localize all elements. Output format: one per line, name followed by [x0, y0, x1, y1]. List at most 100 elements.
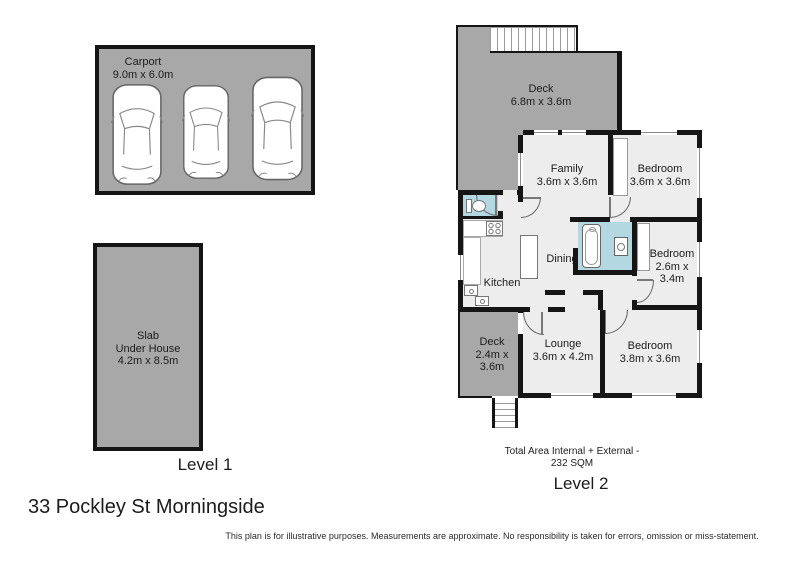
room-name: Bedroom [649, 248, 695, 260]
wall [458, 190, 463, 312]
slab-name: Slab [136, 330, 160, 342]
room-name: Dining [546, 253, 578, 265]
window [562, 130, 586, 135]
room-label-bedroom1: Bedroom 3.6m x 3.6m [610, 163, 710, 188]
car-icon [182, 85, 230, 179]
window [534, 130, 558, 135]
deck-top-floor [458, 130, 523, 190]
room-label-deck-top: Deck 6.8m x 3.6m [491, 83, 591, 108]
door-leaf [541, 312, 543, 334]
door-leaf [495, 195, 497, 215]
deck-bottom-floor [460, 312, 518, 396]
wall [570, 217, 610, 222]
wall [456, 25, 578, 27]
wall [518, 396, 523, 398]
wall [490, 51, 622, 53]
car-icon [111, 84, 163, 185]
window [458, 255, 463, 280]
wall [576, 25, 578, 53]
room-label-family: Family 3.6m x 3.6m [517, 163, 617, 188]
vanity-icon [614, 237, 628, 256]
carport-name: Carport [124, 56, 162, 68]
window [697, 330, 702, 363]
room-name: Deck [479, 336, 505, 348]
slab-label: Slab Under House 4.2m x 8.5m [93, 330, 203, 368]
door-leaf [521, 197, 540, 199]
wall [458, 312, 460, 398]
room-label-kitchen: Kitchen [462, 277, 542, 290]
room-label-dining: Dining [512, 253, 612, 266]
wall [608, 135, 613, 195]
room-name: Deck [528, 83, 554, 95]
carport-label: Carport 9.0m x 6.0m [93, 56, 193, 81]
car-icon [251, 76, 304, 181]
wall [583, 290, 603, 295]
door-leaf [604, 310, 606, 333]
wall [523, 130, 702, 135]
sink-icon [475, 296, 489, 306]
disclaimer-text: This plan is for illustrative purposes. … [225, 531, 759, 541]
wall [598, 295, 603, 310]
room-label-lounge: Lounge 3.6m x 4.2m [513, 338, 613, 363]
wall [573, 270, 637, 275]
address-title: 33 Pockley St Morningside [28, 496, 265, 518]
room-dims: 2.6m x [655, 260, 689, 273]
wall [458, 190, 503, 195]
slab-dims: 4.2m x 8.5m [117, 355, 179, 367]
window [697, 242, 702, 277]
wardrobe [613, 138, 628, 196]
wall [548, 307, 565, 312]
room-dims: 2.4m x [475, 348, 509, 361]
wall [632, 305, 702, 310]
room-dims: 3.6m [479, 361, 505, 373]
stairs-top [490, 27, 578, 52]
kitchen-counter [463, 237, 481, 285]
stove-icon [486, 221, 503, 236]
room-dims: 3.4m [659, 273, 685, 285]
wall [458, 216, 503, 219]
wall [617, 53, 622, 135]
slab-name-2: Under House [115, 342, 181, 355]
wall [545, 290, 565, 295]
total-area-line2: 232 SQM [550, 458, 594, 469]
wall [518, 307, 523, 313]
wardrobe [637, 223, 650, 271]
room-label-bedroom3: Bedroom 3.8m x 3.6m [600, 340, 700, 365]
total-area-note: Total Area Internal + External - 232 SQM [472, 446, 672, 470]
wall [498, 211, 503, 219]
level1-label: Level 1 [177, 455, 233, 474]
wall [573, 248, 578, 275]
room-name: Lounge [544, 338, 582, 350]
door-leaf [609, 197, 611, 217]
window [641, 130, 677, 135]
room-name: Kitchen [483, 277, 521, 289]
room-label-bedroom2: Bedroom 2.6m x 3.4m [632, 248, 712, 286]
room-dims: 3.8m x 3.6m [619, 352, 681, 365]
room-name: Family [550, 163, 584, 175]
room-dims: 3.6m x 3.6m [629, 175, 691, 188]
window [551, 393, 593, 398]
wall [458, 396, 492, 398]
wall [523, 393, 702, 398]
total-area-line1: Total Area Internal + External - [504, 446, 640, 457]
wall [458, 307, 530, 312]
room-dims: 3.6m x 4.2m [532, 350, 594, 363]
level2-label: Level 2 [553, 474, 609, 493]
room-label-deck-bottom: Deck 2.4m x 3.6m [461, 336, 523, 374]
kitchen-island [520, 235, 538, 279]
bathtub-icon [582, 224, 601, 268]
room-dims: 3.6m x 3.6m [536, 175, 598, 188]
room-dims: 6.8m x 3.6m [510, 95, 572, 108]
slab-area [93, 243, 203, 451]
wall [518, 334, 523, 398]
room-name: Bedroom [627, 340, 673, 352]
window [518, 153, 523, 186]
carport-dims: 9.0m x 6.0m [112, 68, 174, 81]
toilet-icon [466, 199, 472, 213]
window [632, 393, 676, 398]
door-leaf [637, 279, 653, 281]
wall [600, 310, 605, 398]
sink-icon [464, 285, 478, 296]
wall [632, 222, 637, 276]
